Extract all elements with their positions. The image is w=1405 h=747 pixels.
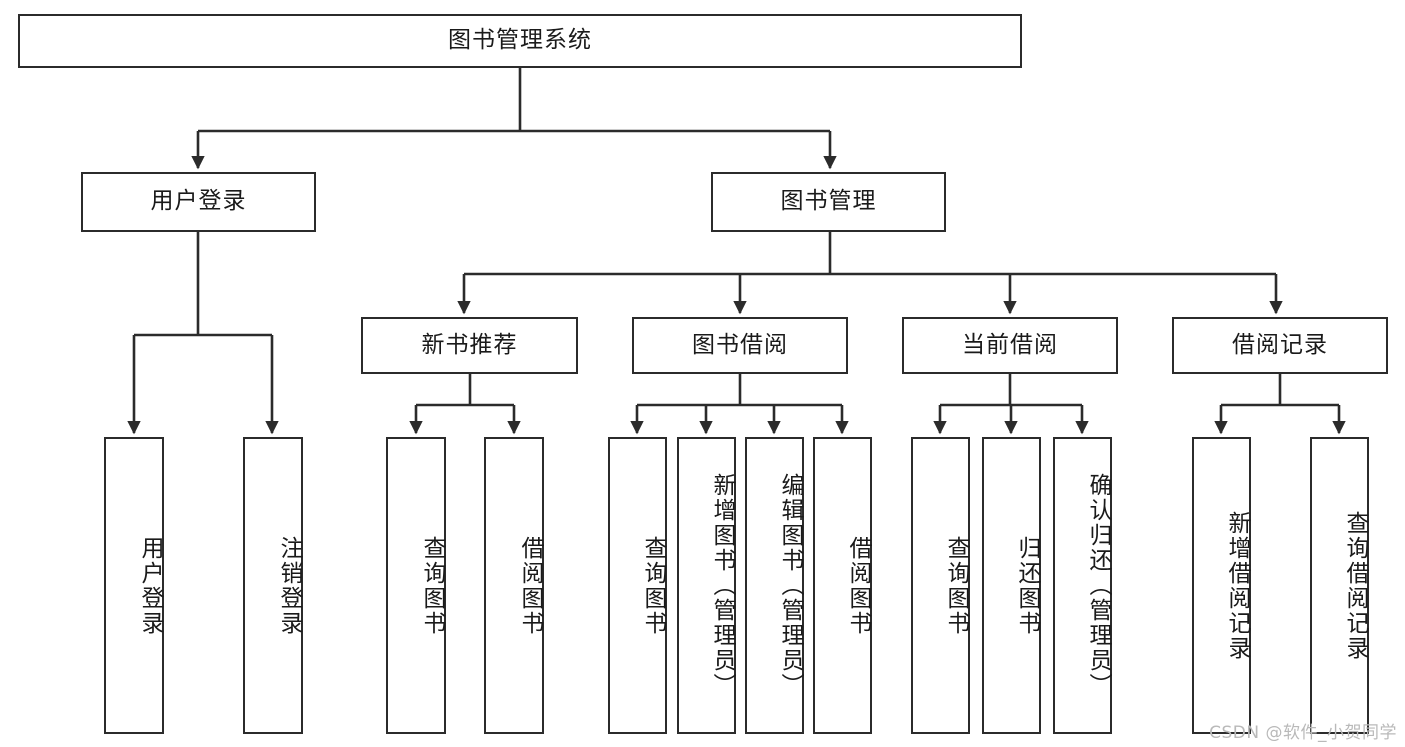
node-book-manage-label: 图书管理: [780, 188, 877, 215]
node-leaf-borrow-book-label: 借阅图书: [845, 535, 871, 636]
node-leaf-add-book[interactable]: 新增图书（管理员）: [677, 437, 736, 734]
node-leaf-edit-book-label: 编辑图书（管理员）: [777, 473, 803, 698]
node-user-login-label: 用户登录: [150, 188, 247, 215]
node-leaf-edit-book[interactable]: 编辑图书（管理员）: [745, 437, 804, 734]
node-book-borrow[interactable]: 图书借阅: [632, 317, 848, 374]
node-leaf-return-book-label: 归还图书: [1014, 535, 1040, 636]
node-book-manage[interactable]: 图书管理: [711, 172, 946, 232]
node-current-borrow[interactable]: 当前借阅: [902, 317, 1118, 374]
node-new-book-recommend[interactable]: 新书推荐: [361, 317, 578, 374]
node-leaf-query-book-borrow[interactable]: 查询图书: [608, 437, 667, 734]
node-leaf-add-book-label: 新增图书（管理员）: [709, 473, 735, 698]
node-leaf-add-borrow-record-label: 新增借阅记录: [1224, 510, 1250, 661]
node-current-borrow-label: 当前借阅: [962, 331, 1058, 358]
node-leaf-return-book[interactable]: 归还图书: [982, 437, 1041, 734]
node-leaf-query-book-current-label: 查询图书: [943, 535, 969, 636]
node-leaf-query-borrow-record-label: 查询借阅记录: [1342, 510, 1368, 661]
node-leaf-user-logout[interactable]: 注销登录: [243, 437, 303, 734]
node-leaf-user-logout-label: 注销登录: [276, 535, 302, 636]
node-leaf-add-borrow-record[interactable]: 新增借阅记录: [1192, 437, 1251, 734]
node-borrow-record-label: 借阅记录: [1232, 331, 1328, 358]
node-leaf-confirm-return-label: 确认归还（管理员）: [1085, 473, 1111, 698]
node-leaf-borrow-book[interactable]: 借阅图书: [813, 437, 872, 734]
csdn-watermark: CSDN @软件_小贺同学: [1209, 723, 1397, 743]
node-leaf-borrow-book-recommend[interactable]: 借阅图书: [484, 437, 544, 734]
node-leaf-confirm-return[interactable]: 确认归还（管理员）: [1053, 437, 1112, 734]
node-leaf-query-book-recommend[interactable]: 查询图书: [386, 437, 446, 734]
node-leaf-query-book-recommend-label: 查询图书: [419, 535, 445, 636]
node-borrow-record[interactable]: 借阅记录: [1172, 317, 1388, 374]
node-root[interactable]: 图书管理系统: [18, 14, 1022, 68]
node-new-book-recommend-label: 新书推荐: [421, 331, 518, 358]
node-user-login[interactable]: 用户登录: [81, 172, 316, 232]
node-leaf-user-login-label: 用户登录: [137, 535, 163, 636]
node-leaf-query-book-current[interactable]: 查询图书: [911, 437, 970, 734]
node-leaf-borrow-book-recommend-label: 借阅图书: [517, 535, 543, 636]
node-book-borrow-label: 图书借阅: [692, 331, 788, 358]
node-root-label: 图书管理系统: [448, 27, 592, 54]
node-leaf-user-login[interactable]: 用户登录: [104, 437, 164, 734]
node-leaf-query-borrow-record[interactable]: 查询借阅记录: [1310, 437, 1369, 734]
node-leaf-query-book-borrow-label: 查询图书: [640, 535, 666, 636]
